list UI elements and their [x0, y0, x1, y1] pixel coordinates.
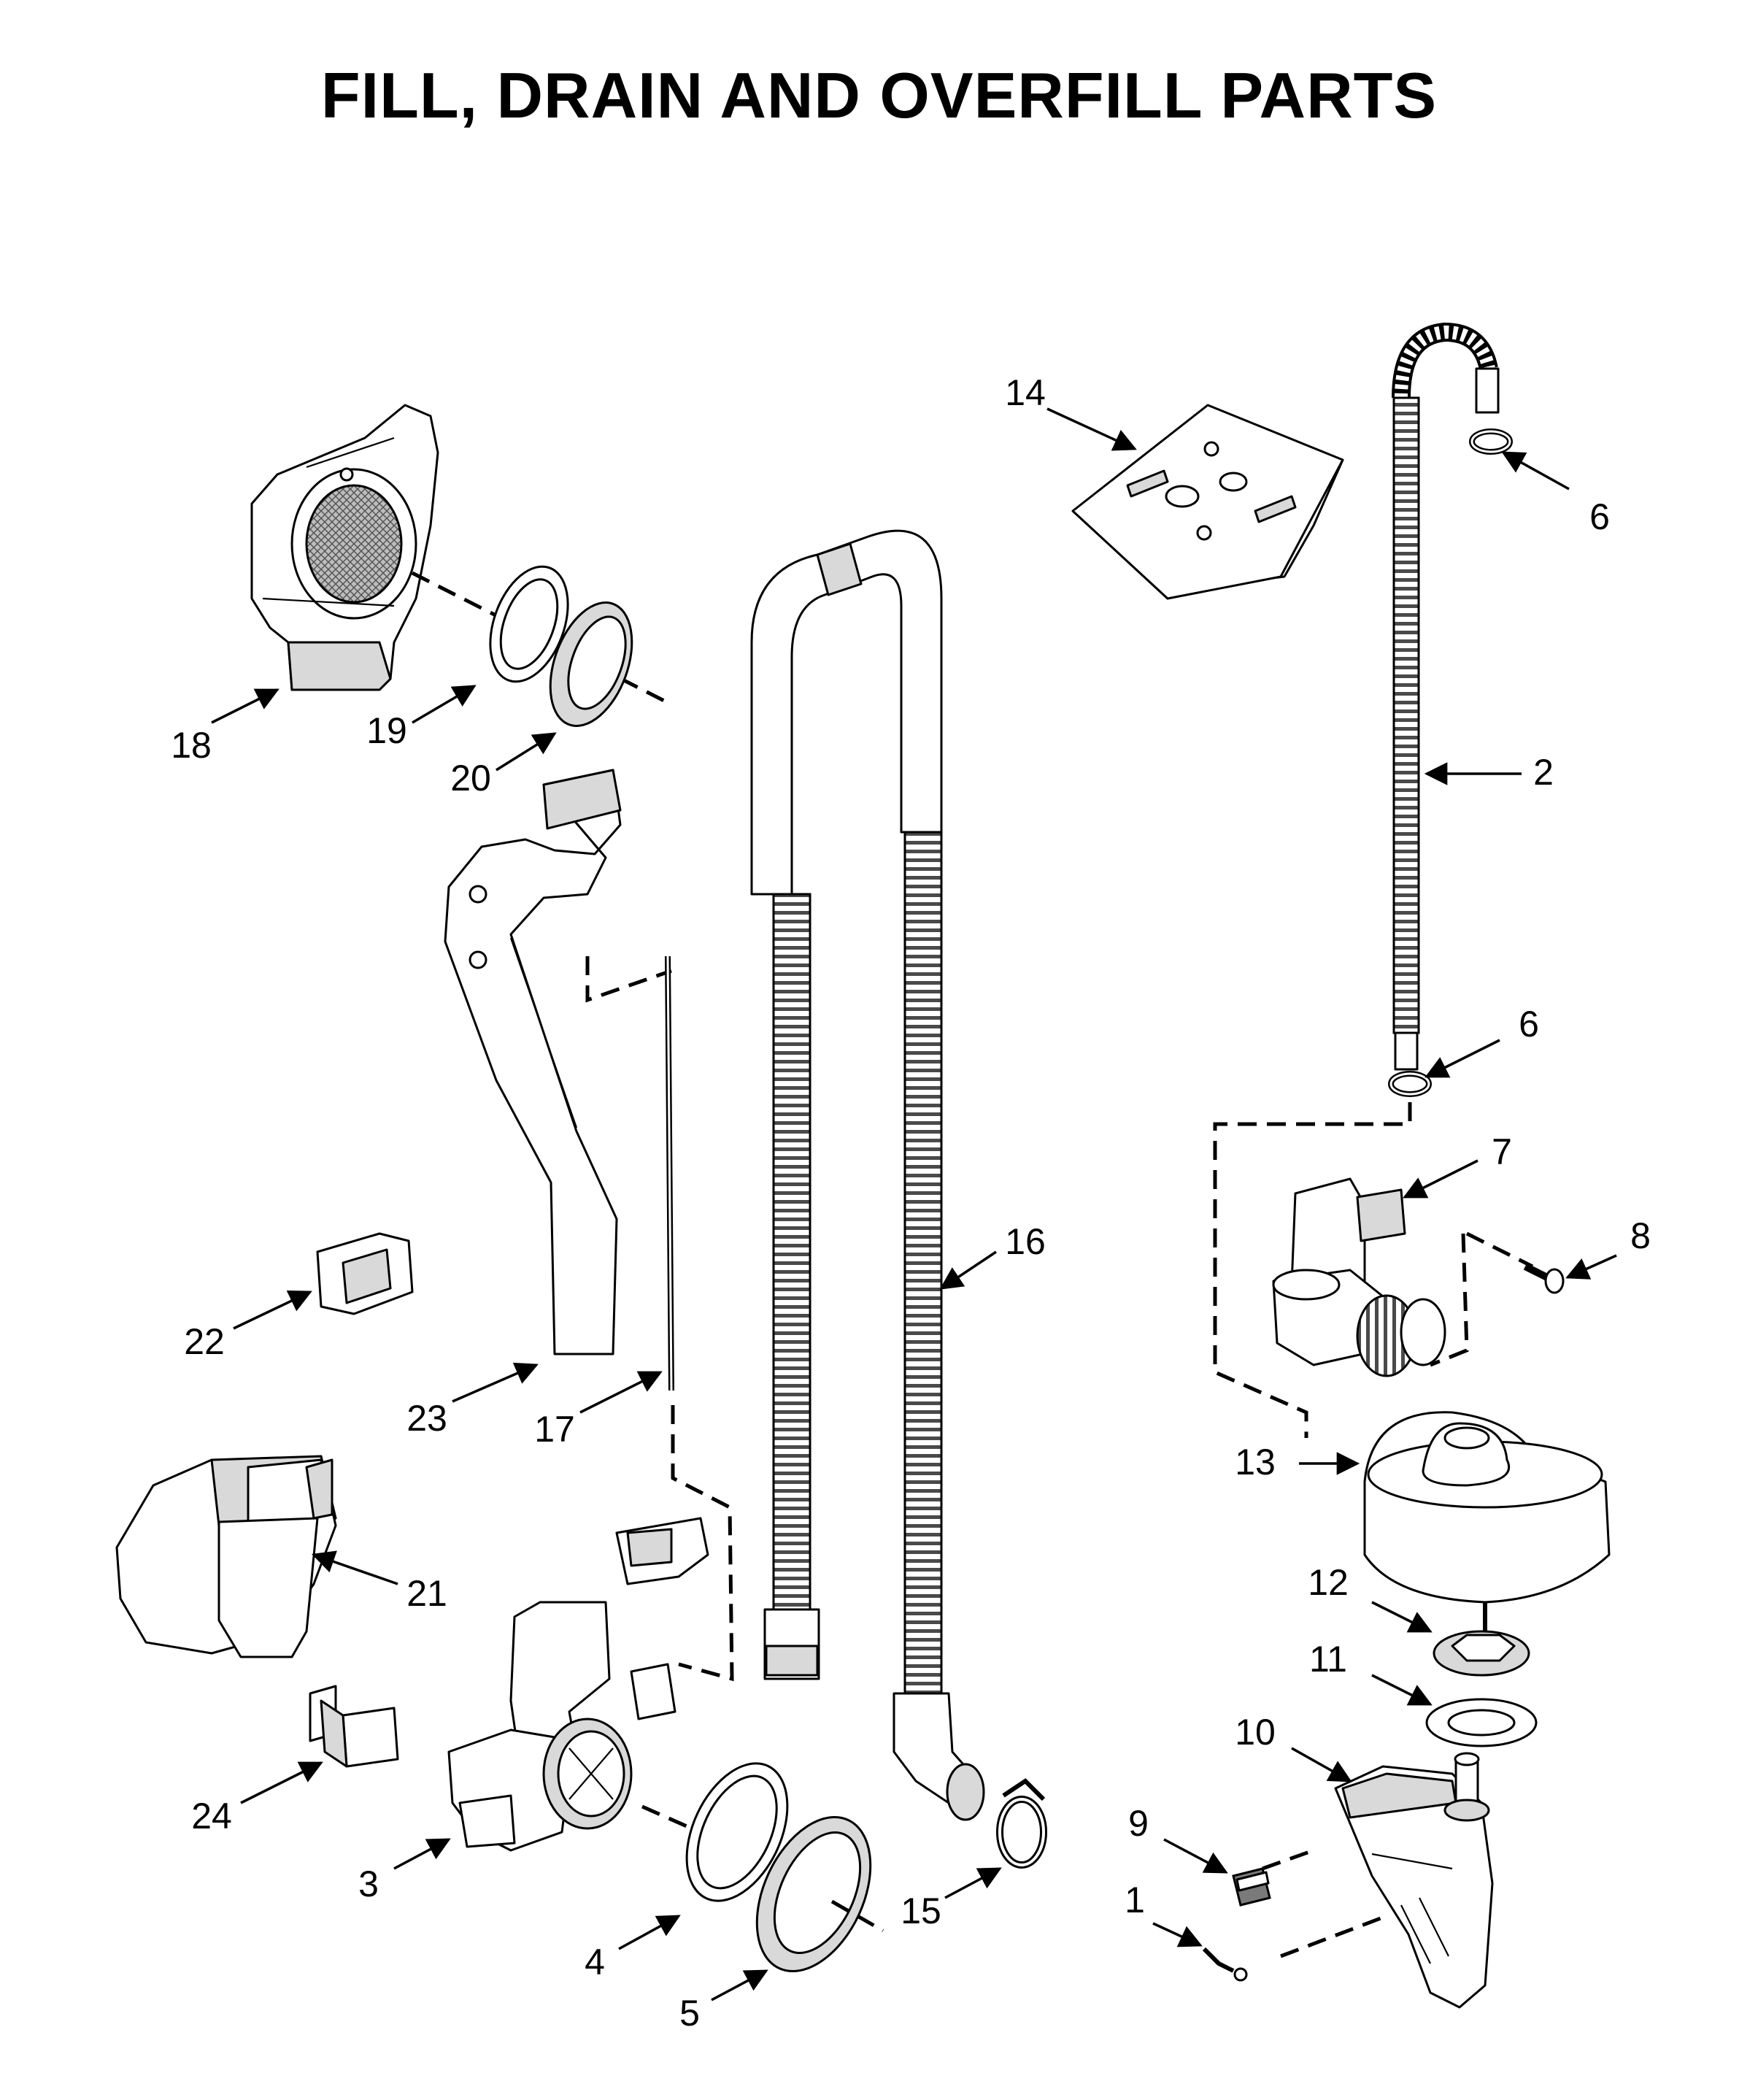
leader-20: [496, 732, 557, 772]
callout-2: 2: [1533, 752, 1554, 793]
assembly-line-7: [1430, 1233, 1469, 1367]
part-1-wire-harness: [1202, 1947, 1248, 1982]
callout-4: 4: [585, 1942, 605, 1982]
part-15-hose-clamp: [996, 1778, 1047, 1869]
diagram-title: FILL, DRAIN AND OVERFILL PARTS: [320, 59, 1438, 131]
callout-23: 23: [406, 1398, 447, 1439]
part-12-float-nut: [1433, 1630, 1530, 1677]
callout-11: 11: [1309, 1639, 1347, 1680]
leader-4: [618, 1915, 681, 1950]
part-20-nut: [549, 601, 633, 727]
part-3-drain-body: [447, 1517, 709, 1852]
assembly-line-4-5: [830, 1899, 884, 1933]
callout-5: 5: [679, 1993, 700, 2034]
callout-24: 24: [191, 1796, 232, 1836]
callout-19: 19: [366, 710, 407, 751]
assembly-line-6: [1213, 1102, 1412, 1438]
part-14-hardware-bag: [1071, 404, 1344, 600]
leader-23: [452, 1362, 539, 1403]
leader-3: [393, 1838, 451, 1870]
callout-6-bottom: 6: [1519, 1004, 1539, 1045]
part-8-screw: [1523, 1263, 1565, 1294]
leader-19: [412, 685, 477, 724]
leader-16: [939, 1250, 997, 1290]
leader-17: [579, 1371, 663, 1414]
leader-15: [944, 1867, 1002, 1899]
callout-numbers: 18 19 20 22 23 17 21 24 3 4 5 15 16 14 6…: [171, 372, 1651, 2034]
leader-1: [1152, 1922, 1203, 1947]
leader-8: [1565, 1254, 1617, 1280]
callout-1: 1: [1125, 1880, 1145, 1920]
part-2-fill-hose: [1392, 322, 1500, 1071]
callout-17: 17: [534, 1409, 575, 1450]
part-13-float: [1363, 1411, 1611, 1631]
assembly-line-9-1: [1262, 1848, 1387, 1958]
callout-15: 15: [901, 1891, 941, 1931]
leader-5: [711, 1969, 768, 2001]
part-18-filter-housing: [250, 404, 439, 691]
leader-21: [312, 1550, 398, 1585]
leader-24: [240, 1761, 323, 1804]
part-10-float-bracket: [1334, 1752, 1494, 2009]
part-24-retainer: [309, 1685, 399, 1768]
part-17-rod: [665, 955, 674, 1391]
callout-3: 3: [358, 1864, 379, 1904]
part-22-clip: [316, 1232, 414, 1315]
callout-16: 16: [1005, 1221, 1046, 1262]
part-19-gasket: [489, 565, 569, 683]
callout-12: 12: [1308, 1562, 1349, 1603]
callout-21: 21: [406, 1573, 447, 1614]
part-6-hose-clamp-bottom: [1388, 1071, 1432, 1097]
callout-14: 14: [1005, 372, 1046, 413]
callout-leaders: [211, 407, 1617, 2001]
part-21-sump-housing: [115, 1455, 337, 1658]
part-7-water-valve: [1272, 1177, 1446, 1377]
callout-18: 18: [171, 725, 212, 766]
leader-6-top: [1501, 451, 1570, 491]
callout-20: 20: [450, 758, 491, 799]
assembly-line-23: [585, 956, 672, 1003]
callout-8: 8: [1630, 1215, 1651, 1256]
leader-9: [1163, 1838, 1228, 1874]
callout-10: 10: [1235, 1712, 1276, 1753]
callout-6-top: 6: [1589, 496, 1610, 537]
leader-22: [233, 1290, 312, 1330]
part-23-vent-bracket: [444, 769, 622, 1355]
part-11-washer: [1425, 1698, 1538, 1747]
leader-6-bottom: [1424, 1039, 1500, 1078]
part-16-drain-hose: [750, 529, 985, 1821]
leader-10: [1291, 1747, 1352, 1782]
assembly-line-8: [1465, 1231, 1534, 1269]
assembly-line-17: [671, 1405, 734, 1682]
part-9-micro-switch: [1232, 1867, 1271, 1907]
leader-11: [1371, 1674, 1433, 1706]
callout-22: 22: [184, 1321, 225, 1362]
leader-14: [1046, 407, 1137, 451]
leader-7: [1403, 1159, 1479, 1199]
callout-7: 7: [1492, 1131, 1512, 1172]
callout-13: 13: [1235, 1442, 1276, 1482]
part-4-gasket: [685, 1762, 789, 1902]
leader-18: [211, 688, 279, 724]
part-5-drain-nut: [755, 1816, 872, 1972]
callout-9: 9: [1128, 1803, 1149, 1844]
part-6-hose-clamp-top: [1469, 428, 1513, 455]
leader-12: [1371, 1601, 1433, 1633]
